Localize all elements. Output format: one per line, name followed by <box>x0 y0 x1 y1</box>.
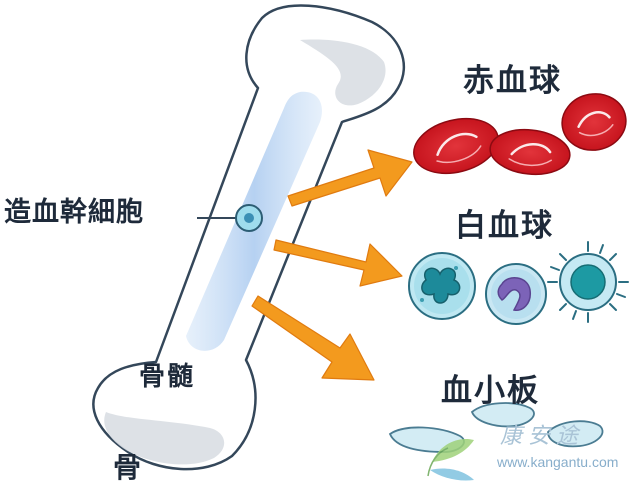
platelets-label: 血小板 <box>441 373 540 409</box>
arrows <box>251 149 413 381</box>
stem-cell-label: 造血幹細胞 <box>4 197 144 228</box>
red-blood-cells <box>413 93 627 176</box>
bone-shadow-top <box>300 39 386 106</box>
red-blood-cells-label: 赤血球 <box>463 63 562 99</box>
white-blood-cells <box>408 241 629 325</box>
white-blood-cells-label: 白血球 <box>455 208 554 244</box>
stem-cell-nucleus <box>244 213 254 223</box>
white-blood-cell-lymphocyte <box>547 241 629 323</box>
bone-label: 骨 <box>113 451 144 484</box>
red-blood-cell <box>413 117 499 175</box>
bone-shadow-bottom <box>104 412 225 465</box>
arrow-to-white-cells <box>273 239 403 287</box>
bone-illustration <box>92 4 406 471</box>
arrow-to-red-cells <box>287 149 413 207</box>
watermark-url: www.kangantu.com <box>497 454 619 470</box>
watermark-logo <box>427 438 474 481</box>
red-blood-cell <box>489 128 571 176</box>
watermark-name: 康安途 <box>500 424 585 449</box>
white-blood-cell-neutrophil <box>408 252 476 320</box>
white-blood-cell-monocyte <box>485 263 547 325</box>
bone-marrow-label: 骨髄 <box>139 362 196 392</box>
platelet <box>470 402 535 428</box>
red-blood-cell <box>561 93 627 151</box>
stem-cell <box>197 204 263 232</box>
platelet <box>547 420 604 448</box>
arrow-to-platelets <box>251 295 375 381</box>
